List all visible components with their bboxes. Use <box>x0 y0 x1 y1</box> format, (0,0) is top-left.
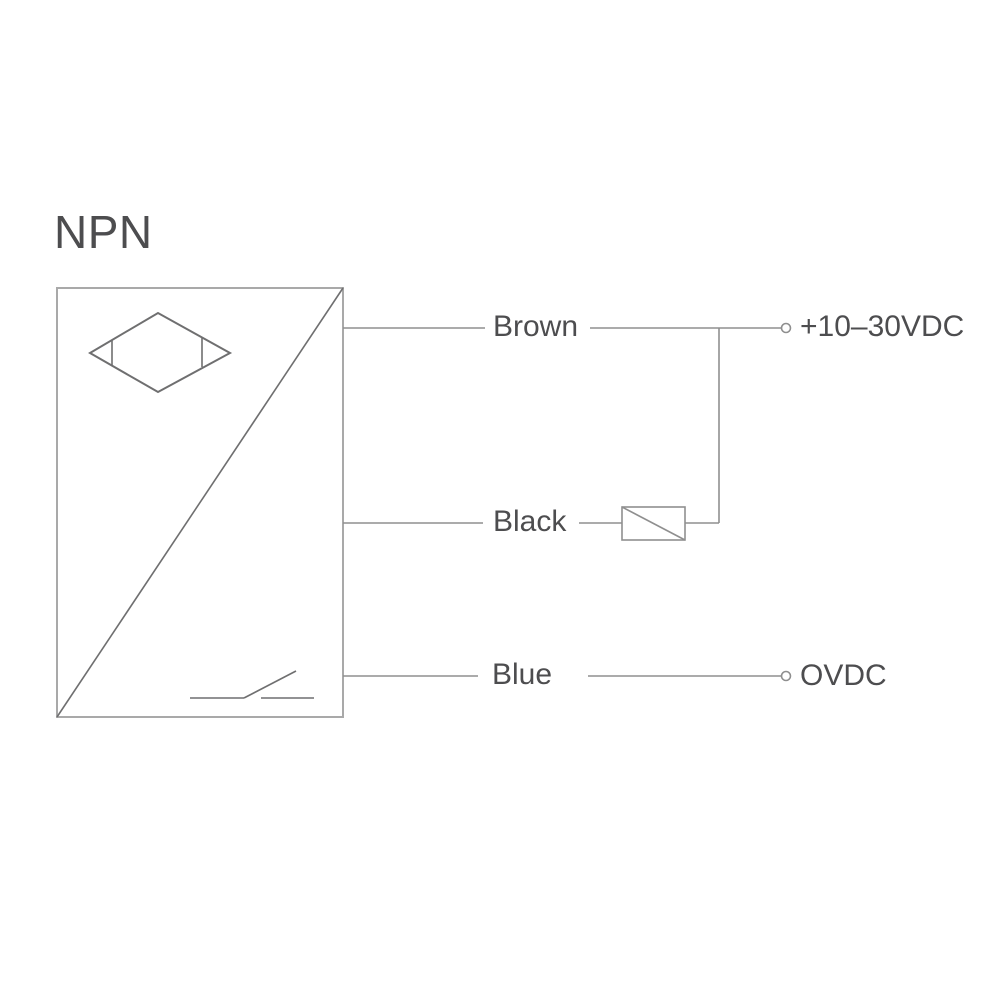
terminal-circle-icon-vplus <box>780 322 792 334</box>
no-switch-icon <box>190 670 314 699</box>
wire-black <box>343 328 720 541</box>
wire-label-blue: Blue <box>492 658 553 691</box>
wire-brown <box>343 322 792 334</box>
sensor-body-diagonal <box>56 287 344 718</box>
terminal-label-ovdc: OVDC <box>800 659 887 692</box>
terminal-label-supply: +10–30VDC <box>800 310 965 343</box>
diagram-title: NPN <box>54 206 153 258</box>
wire-label-black: Black <box>493 505 567 538</box>
sensor-body-box <box>56 287 344 718</box>
wire-blue <box>343 670 792 682</box>
wire-label-brown: Brown <box>493 310 579 343</box>
diamond-proximity-sensor-icon <box>88 311 233 394</box>
terminal-circle-icon-ovdc <box>780 670 792 682</box>
load-box-icon <box>621 506 686 541</box>
